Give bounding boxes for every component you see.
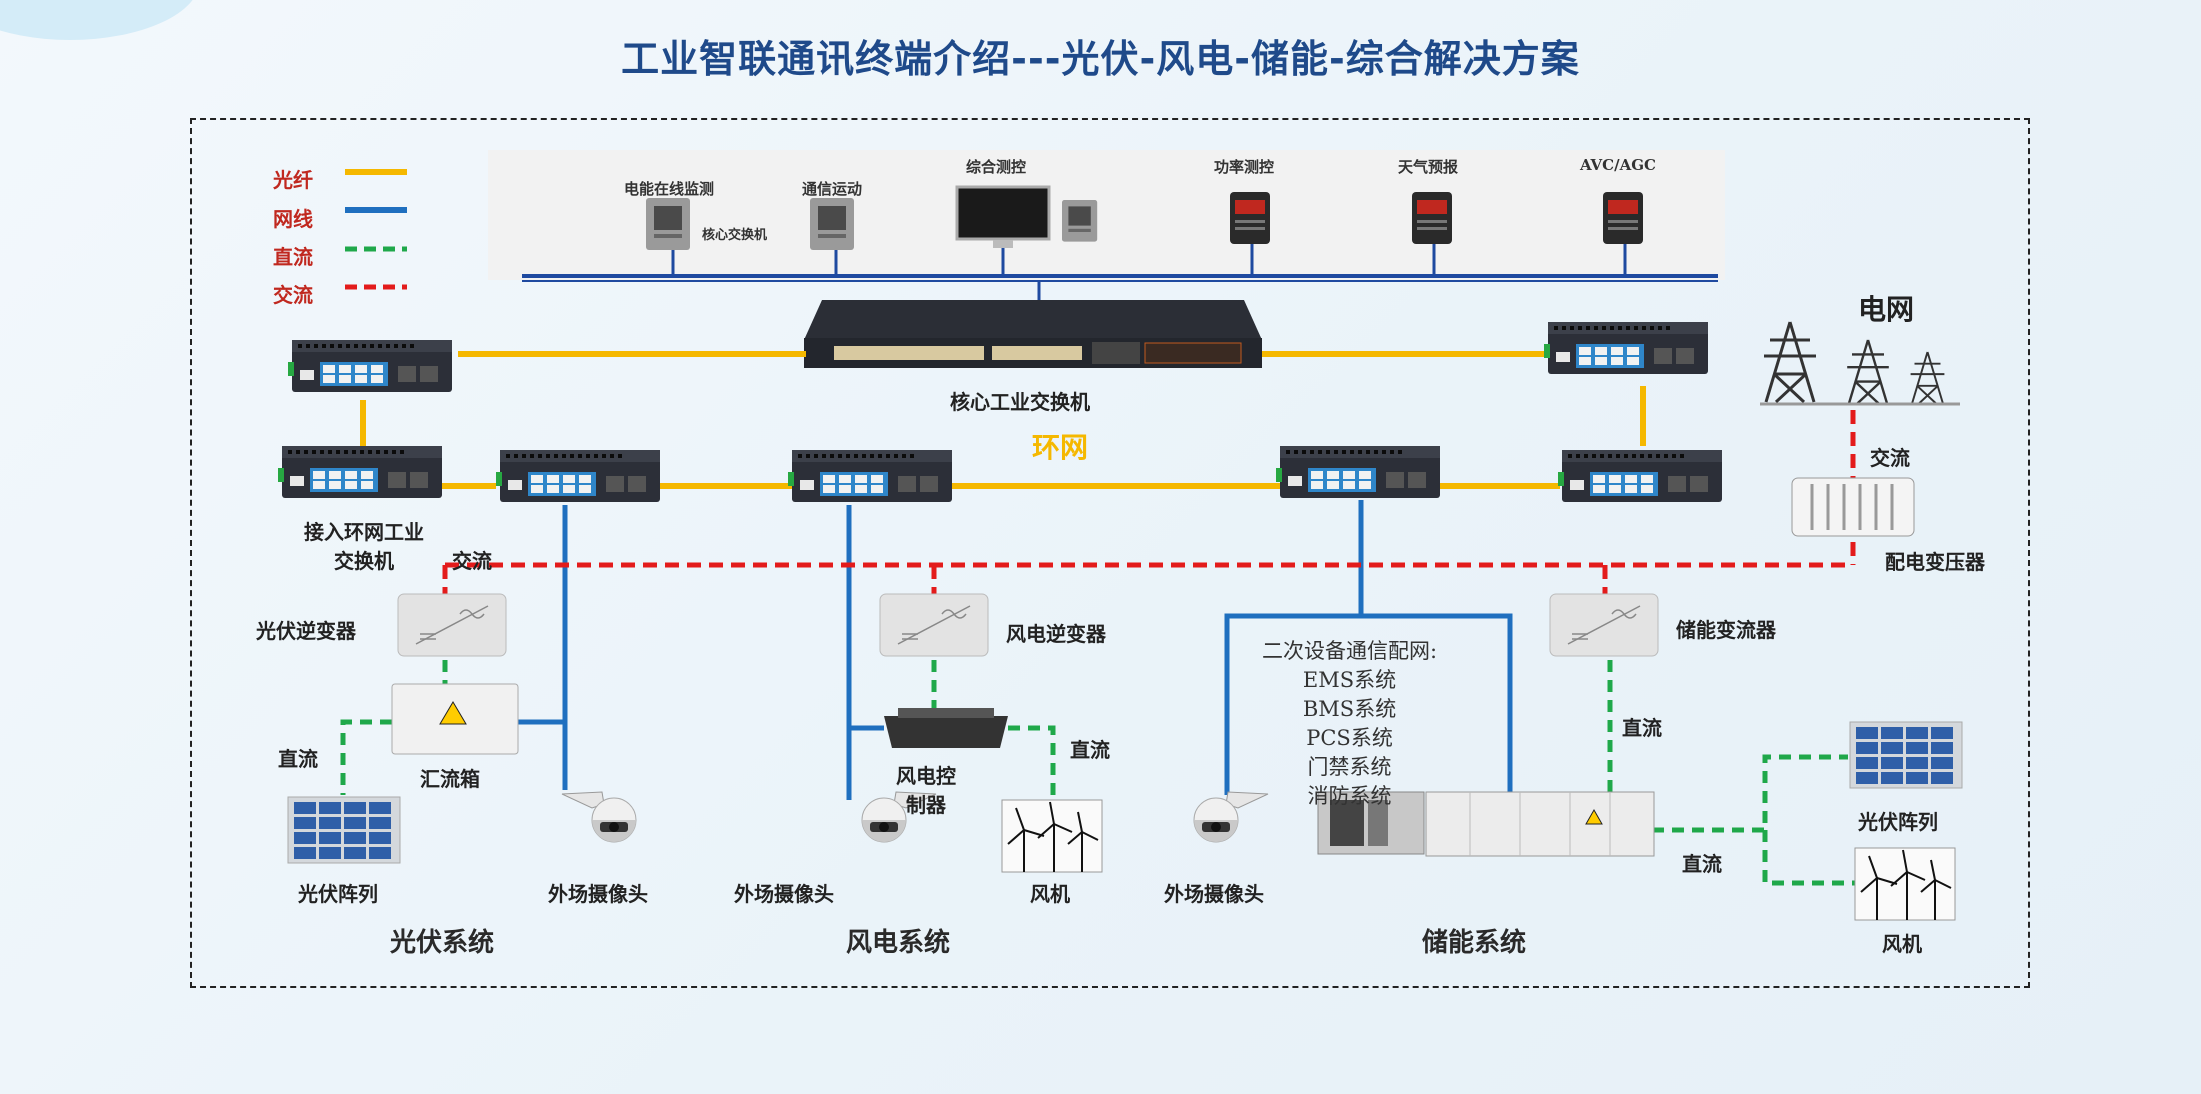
label-wind-dc: 直流	[1070, 738, 1110, 762]
label-wind-camera: 外场摄像头	[734, 882, 834, 906]
weather-forecast-server	[1412, 192, 1452, 244]
distribution-transformer	[1791, 477, 1915, 537]
grid-tower-3	[1909, 351, 1946, 405]
label-wind-inverter: 风电逆变器	[1006, 622, 1106, 646]
integrated-measurement-monitor	[955, 185, 1051, 248]
label-power-control: 功率测控	[1214, 158, 1275, 176]
pv-inverter	[397, 593, 507, 657]
label-pv-dc: 直流	[278, 747, 318, 771]
ring-switch-right	[1558, 450, 1722, 502]
label-weather-forecast: 天气预报	[1398, 158, 1459, 176]
storage-switch	[1276, 446, 1440, 498]
label-ring-network: 环网	[1032, 431, 1089, 464]
ring-switch-top-left	[288, 340, 452, 392]
ring-switch-top-right	[1544, 322, 1708, 374]
label-combiner-box: 汇流箱	[420, 767, 480, 791]
label-storage-pv-array: 光伏阵列	[1858, 810, 1938, 834]
legend-ethernet-label: 网线	[273, 207, 313, 231]
label-wind-controller: 风电控制器	[896, 764, 956, 817]
legend-fiber-label: 光纤	[273, 168, 313, 192]
label-grid: 电网	[1858, 293, 1915, 326]
label-pv-system: 光伏系统	[390, 928, 495, 958]
label-telecontrol: 通信运动	[802, 180, 863, 198]
label-storage-dc: 直流	[1622, 716, 1662, 740]
label-storage-converter: 储能变流器	[1676, 618, 1776, 642]
secondary-equipment-network: 二次设备通信配网: EMS系统 BMS系统 PCS系统 门禁系统 消防系统	[1262, 639, 1438, 808]
pv-array-left	[287, 796, 401, 864]
telecontrol-server	[810, 198, 854, 250]
label-storage-dc-2: 直流	[1682, 852, 1722, 876]
wind-turbine	[1001, 799, 1103, 873]
avc-agc-server	[1603, 192, 1643, 244]
label-pv-inverter: 光伏逆变器	[256, 619, 356, 643]
pv-switch	[496, 450, 660, 502]
wind-turbine-right	[1854, 847, 1956, 921]
label-access-switch: 接入环网工业交换机	[304, 520, 424, 573]
label-pv-camera: 外场摄像头	[548, 882, 648, 906]
label-pv-ac: 交流	[452, 549, 492, 573]
dc-links	[340, 660, 1855, 886]
access-ring-switch	[278, 446, 442, 498]
wind-controller	[884, 708, 1008, 748]
label-core-industrial-switch: 核心工业交换机	[950, 390, 1090, 414]
storage-converter	[1549, 593, 1659, 657]
power-control-server	[1230, 192, 1270, 244]
grid-tower-2	[1845, 338, 1891, 406]
label-pv-array: 光伏阵列	[298, 882, 378, 906]
legend-ac-label: 交流	[273, 283, 313, 307]
pv-array-right	[1849, 721, 1963, 789]
top-drop-lines	[671, 244, 1627, 300]
label-avc-agc: AVC/AGC	[1580, 156, 1656, 174]
storage-field-camera	[1193, 791, 1269, 843]
label-distribution-transformer: 配电变压器	[1885, 550, 1985, 574]
storage-cabinet	[1317, 791, 1655, 857]
combiner-box	[391, 683, 519, 755]
label-top-core-switch: 核心交换机	[702, 228, 768, 243]
label-wind-system: 风电系统	[846, 928, 951, 958]
label-grid-ac: 交流	[1870, 446, 1910, 470]
label-integrated-measurement: 综合测控	[966, 158, 1027, 176]
diagram-frame	[190, 118, 2030, 988]
integrated-measurement-server	[1062, 200, 1098, 242]
wind-switch	[788, 450, 952, 502]
label-power-quality-monitor: 电能在线监测	[624, 180, 715, 198]
label-wind-turbine: 风机	[1030, 882, 1070, 906]
label-storage-system: 储能系统	[1422, 928, 1527, 958]
ethernet-links	[512, 500, 1513, 800]
grid-tower-1	[1762, 320, 1818, 404]
label-storage-camera: 外场摄像头	[1164, 882, 1264, 906]
fiber-ring	[360, 351, 1646, 489]
page-title: 工业智联通讯终端介绍---光伏-风电-储能-综合解决方案	[621, 37, 1580, 81]
pv-field-camera	[561, 791, 637, 843]
label-storage-turbine: 风机	[1882, 932, 1922, 956]
wind-inverter	[879, 593, 989, 657]
core-industrial-switch	[804, 300, 1262, 368]
legend-dc-label: 直流	[273, 245, 313, 269]
power-quality-monitor-server	[646, 198, 690, 250]
top-monitoring-bar	[488, 150, 1725, 280]
